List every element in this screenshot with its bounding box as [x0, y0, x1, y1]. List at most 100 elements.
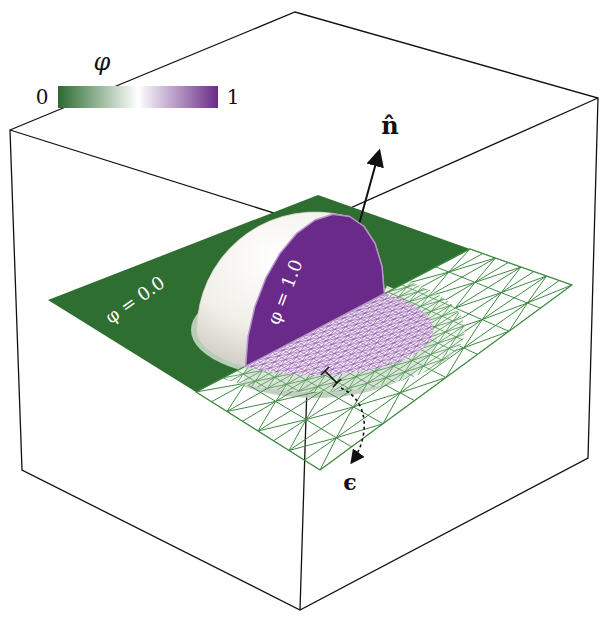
mesh-line	[392, 378, 396, 385]
mesh-line	[535, 283, 545, 287]
mesh-line	[293, 383, 297, 389]
mesh-line	[501, 300, 511, 304]
mesh-line	[276, 426, 280, 433]
mesh-line	[282, 430, 286, 437]
mesh-line	[525, 287, 535, 291]
mesh-line	[454, 282, 464, 285]
mesh-line	[426, 305, 430, 311]
mesh-line	[262, 378, 273, 380]
mesh-line	[441, 352, 445, 358]
mesh-line	[466, 314, 470, 320]
mesh-line	[442, 307, 452, 310]
mesh-line	[403, 378, 413, 381]
mesh-line	[389, 291, 400, 294]
mesh-line	[445, 290, 449, 296]
mesh-line	[413, 375, 423, 378]
mesh-line	[356, 411, 360, 418]
mesh-line	[406, 291, 417, 294]
mesh-line	[452, 327, 462, 330]
mesh-line	[295, 397, 306, 400]
mesh-line	[426, 378, 430, 385]
mesh-line	[479, 268, 484, 273]
mesh-line	[450, 318, 460, 321]
colorbar-min: 0	[36, 87, 49, 107]
mesh-line	[291, 400, 295, 406]
mesh-line	[410, 286, 421, 289]
mesh-line	[499, 261, 504, 266]
mesh-line	[417, 368, 427, 371]
mesh-line	[352, 421, 362, 424]
mesh-line	[462, 323, 472, 326]
normal-vector-label: n̂	[381, 114, 398, 138]
mesh-line	[462, 348, 472, 352]
mesh-line	[398, 355, 402, 361]
normal-arrow	[360, 152, 379, 222]
mesh-line	[441, 355, 451, 358]
mesh-line	[342, 380, 353, 383]
mesh-line	[236, 381, 256, 385]
mesh-line	[243, 392, 254, 394]
mesh-line	[518, 275, 522, 281]
mesh-line	[307, 422, 318, 425]
mesh-line	[467, 263, 472, 268]
mesh-line	[514, 283, 524, 287]
mesh-line	[517, 267, 521, 273]
mesh-line	[249, 396, 260, 398]
mesh-line	[303, 336, 418, 398]
mesh-line	[524, 279, 534, 283]
mesh-line	[303, 384, 314, 387]
mesh-line	[401, 391, 405, 398]
mesh-line	[240, 392, 247, 403]
mesh-line	[534, 303, 538, 309]
mesh-line	[427, 313, 431, 319]
mesh-line	[500, 321, 504, 327]
mesh-line	[401, 294, 406, 299]
mesh-line	[286, 441, 290, 448]
mesh-line	[321, 426, 325, 433]
mesh-line	[434, 296, 444, 299]
mesh-line	[297, 377, 301, 383]
mesh-line	[413, 371, 417, 378]
mesh-line	[298, 404, 302, 411]
mesh-line	[307, 436, 311, 443]
mesh-line	[388, 388, 398, 391]
mesh-line	[464, 332, 474, 336]
mesh-line	[509, 286, 513, 292]
mesh-line	[284, 396, 288, 402]
colorbar	[58, 86, 218, 108]
mesh-line	[431, 306, 450, 312]
mesh-line	[537, 291, 547, 295]
mesh-line	[294, 410, 298, 417]
mesh-line	[251, 380, 262, 382]
mesh-line	[502, 309, 512, 313]
mesh-line	[325, 375, 329, 381]
mesh-line	[505, 265, 515, 268]
mesh-line	[466, 317, 476, 320]
mesh-line	[455, 290, 465, 293]
mesh-line	[437, 280, 442, 285]
mesh-line	[262, 418, 266, 425]
mesh-line	[450, 364, 454, 371]
mesh-line	[460, 338, 470, 342]
mesh-line	[253, 407, 272, 411]
mesh-line	[434, 321, 453, 327]
mesh-line	[320, 448, 330, 451]
mesh-line	[352, 435, 356, 442]
mesh-line	[380, 374, 390, 377]
mesh-line	[483, 293, 493, 296]
mesh-line	[419, 378, 429, 381]
mesh-line	[437, 333, 441, 339]
mesh-line	[514, 311, 518, 317]
mesh-line	[291, 398, 310, 403]
mesh-line	[424, 299, 434, 302]
mesh-line	[432, 269, 537, 311]
mesh-line	[407, 282, 426, 287]
mesh-line	[306, 458, 316, 461]
mesh-line	[471, 253, 481, 256]
mesh-line	[398, 359, 408, 362]
mesh-line	[467, 265, 477, 268]
mesh-line	[299, 387, 303, 393]
mesh-line	[495, 268, 505, 271]
mesh-line	[269, 422, 273, 429]
mesh-line	[377, 408, 387, 411]
